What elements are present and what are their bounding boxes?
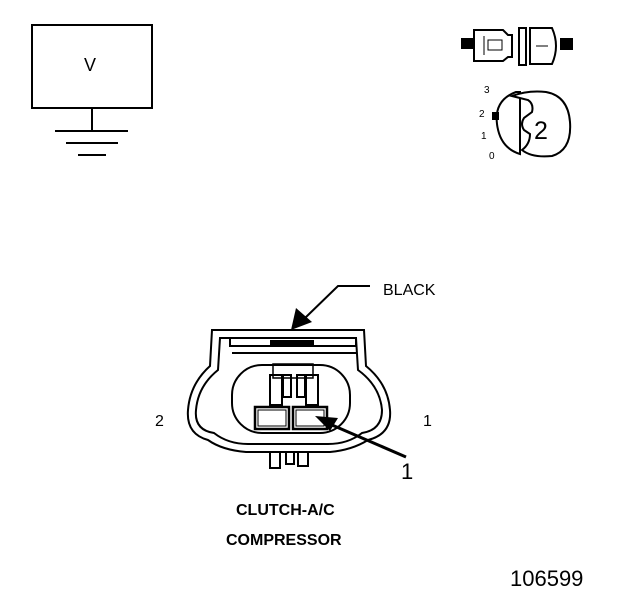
caption-line-2: COMPRESSOR: [226, 532, 342, 549]
terminal-callout-number: 1: [401, 459, 414, 484]
key-switch-icon: [492, 90, 572, 158]
key-position-1: 1: [481, 131, 487, 142]
pin-label-right: 1: [423, 413, 432, 430]
voltmeter-label: V: [84, 55, 97, 75]
voltmeter-symbol: [31, 24, 153, 156]
key-position-0: 0: [489, 151, 495, 162]
connector-face: [186, 329, 392, 469]
key-position-number: 2: [534, 117, 548, 145]
key-position-3: 3: [484, 85, 490, 96]
color-leader-arrow: [291, 285, 370, 330]
ground-icon: [55, 130, 128, 156]
connector-side-icon: [461, 27, 573, 66]
pin-label-left: 2: [155, 413, 164, 430]
key-position-2: 2: [479, 109, 485, 120]
caption-line-1: CLUTCH-A/C: [236, 502, 335, 519]
connector-color-label: BLACK: [383, 282, 436, 299]
figure-id: 106599: [510, 566, 584, 591]
terminal-leader-arrow: [315, 416, 407, 459]
